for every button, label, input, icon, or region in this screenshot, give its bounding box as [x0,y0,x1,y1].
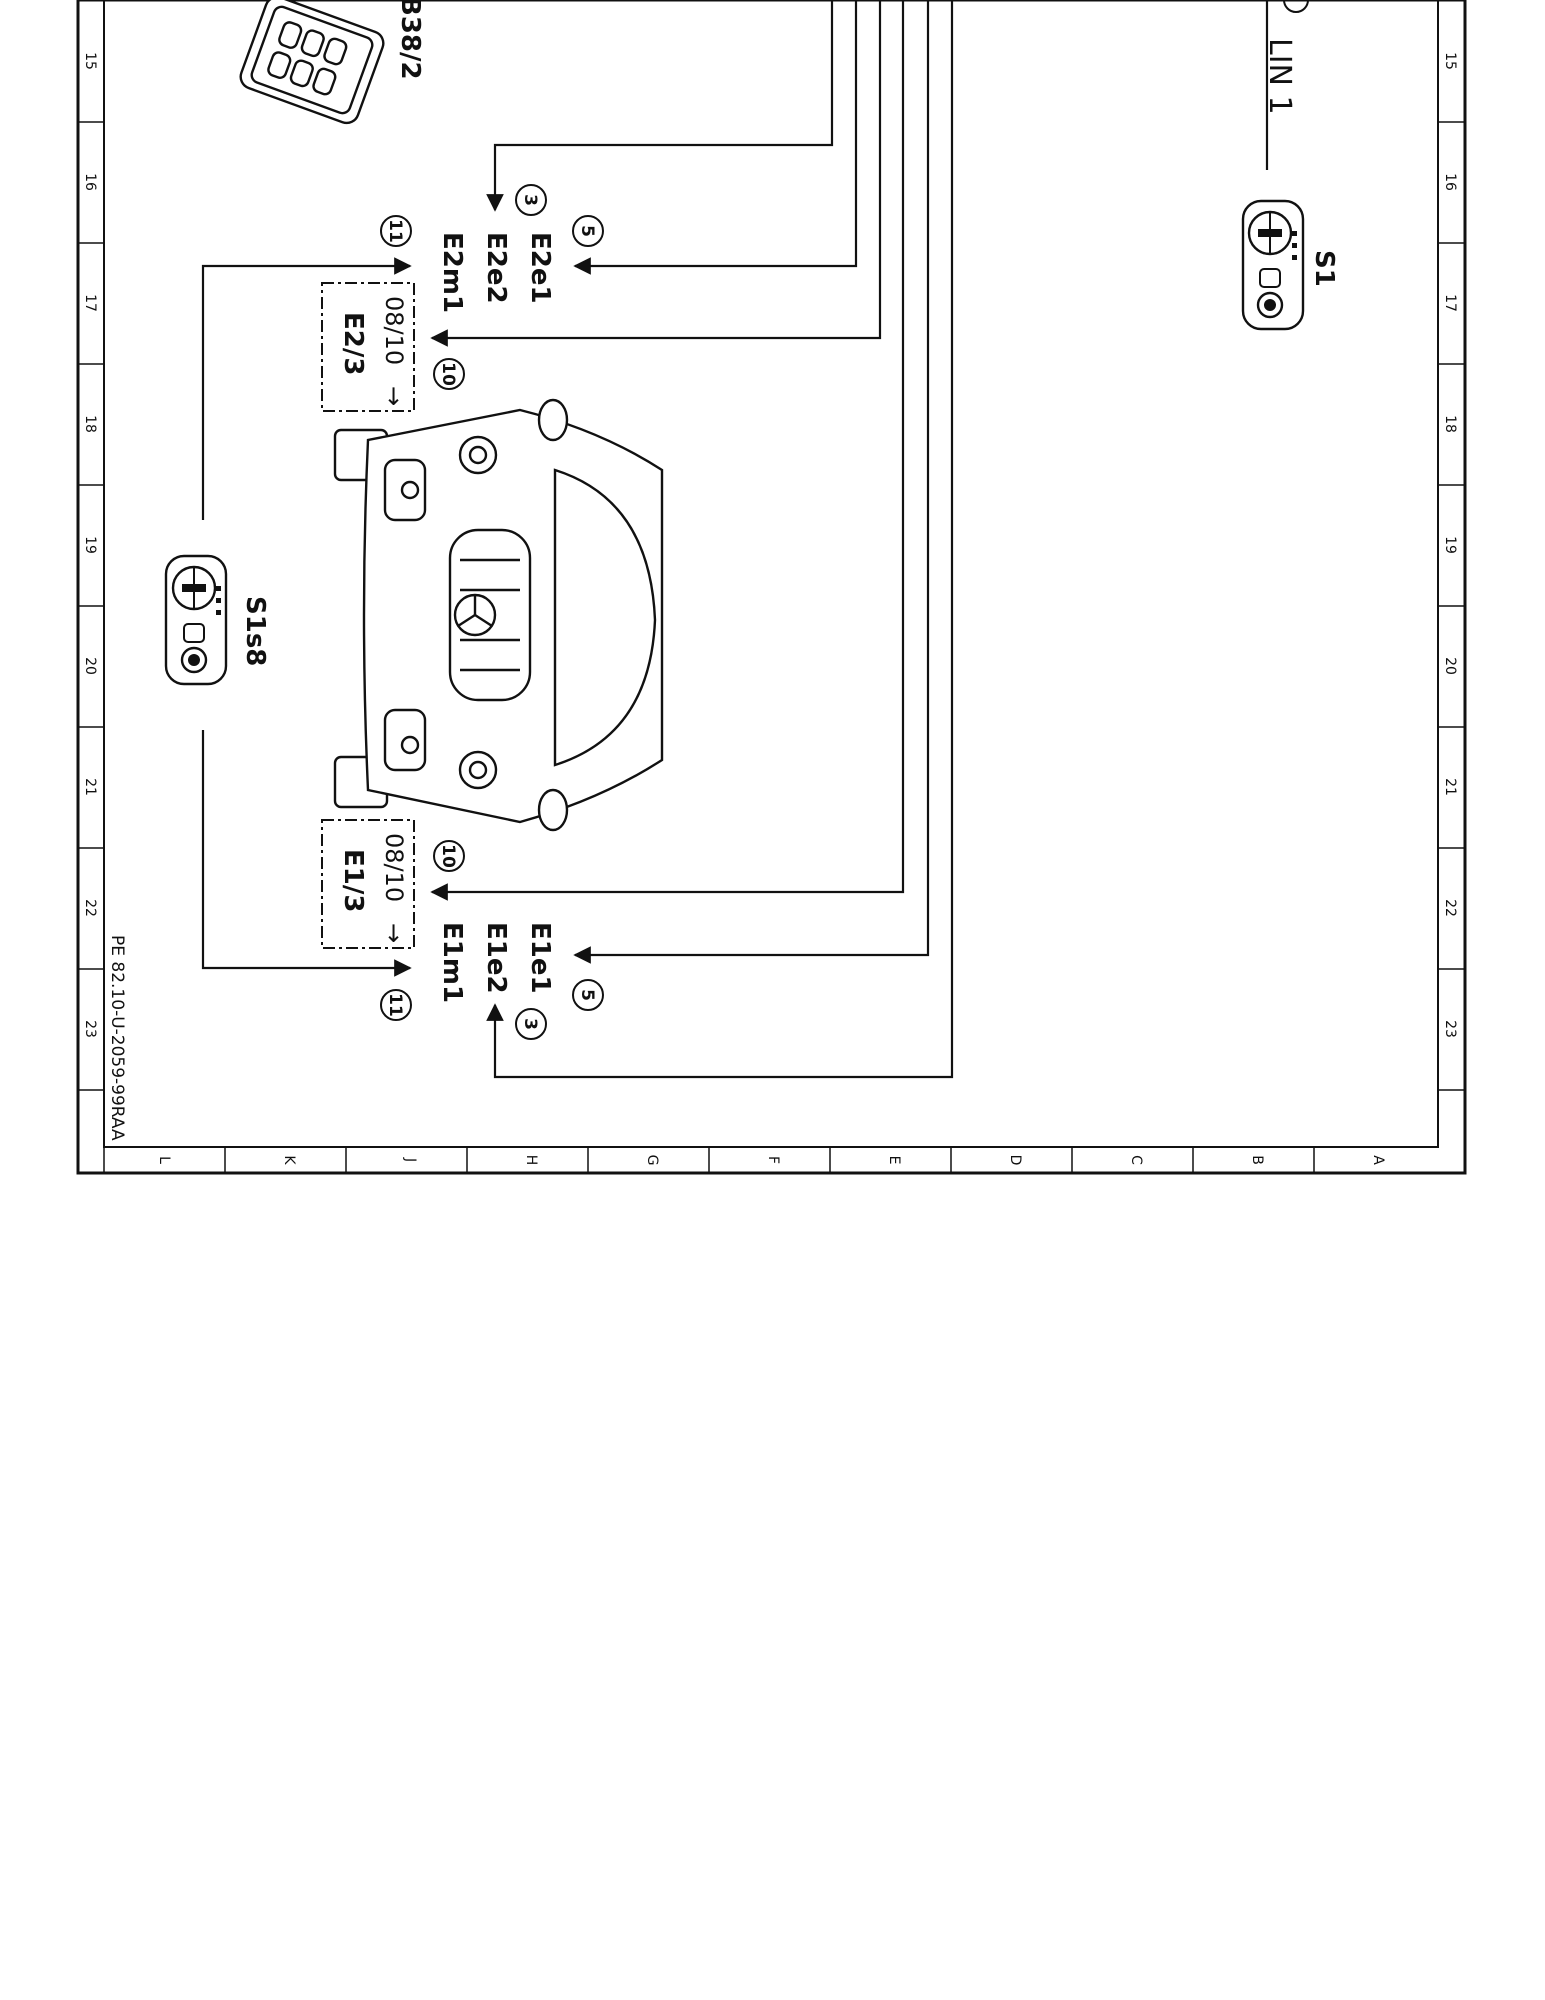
circled-ref: 5 [577,225,597,237]
row-number: 20 [1442,657,1458,675]
lin-bus-label: LIN 1 [1262,38,1297,115]
row-number: 19 [1442,536,1458,554]
pin-label-e2m1: E2m1 [437,232,467,313]
light-switch-icon-s1 [1241,199,1305,331]
row-number: 21 [82,778,98,796]
component-label-s1: S1 [1309,250,1339,287]
row-numbers-right: 15 16 17 18 19 20 21 22 23 [1442,52,1458,1038]
column-letter: K [281,1155,297,1165]
column-letter: F [765,1156,781,1164]
wire-e2e1 [573,0,858,275]
wire-s1s8-to-e2m1 [201,257,412,520]
row-number: 18 [1442,415,1458,433]
row-number: 17 [1442,294,1458,312]
column-letter: A [1370,1155,1386,1165]
row-number: 23 [1442,1020,1458,1038]
wire-e2e2 [486,0,834,212]
row-number: 17 [82,294,98,312]
rain-light-sensor-icon [239,0,385,125]
light-switch-icon-s1s8 [164,554,228,686]
wire-s1s8-to-e1m1 [201,730,412,977]
component-label-e1-3: E1/3 [338,849,368,912]
column-letter: E [886,1156,902,1165]
box-date-e2: 08/10 [380,296,408,365]
column-letter: H [523,1155,539,1166]
circled-reference-labels: 3 5 11 10 10 11 5 3 [385,194,597,1030]
column-ticks [224,1147,1315,1173]
drawing-code: PE 82.10-U-2059-99RAA [107,935,127,1141]
circled-ref: 5 [577,989,597,1001]
box-date-e1: 08/10 [380,833,408,902]
car-front-icon [333,398,664,832]
arrow-right-icon: → [380,923,408,943]
row-number: 16 [1442,173,1458,191]
wire-e2-box [430,0,882,347]
column-letters: L K J H G F E D C B A [156,1155,1386,1166]
circled-ref: 3 [520,194,540,206]
column-letter: J [402,1157,418,1162]
row-number: 22 [1442,899,1458,917]
column-letter: B [1249,1155,1265,1165]
circled-ref: 10 [438,844,458,868]
wire-e1e1 [573,0,930,964]
component-label-b38: B38/2 [395,0,425,80]
circled-references [380,184,604,1040]
arrow-right-icon: → [380,386,408,406]
pin-label-e1e2: E1e2 [481,922,511,994]
column-letter: G [644,1155,660,1166]
pin-labels: E2e1 E2e2 E2m1 E1e1 E1e2 E1m1 [437,232,555,1003]
wire-e1-box [430,0,905,901]
drawing-frame [76,0,1467,1175]
pin-label-e2e1: E2e1 [525,232,555,304]
row-number: 16 [82,173,98,191]
row-numbers-left: 15 16 17 18 19 20 21 22 23 [82,52,98,1038]
circled-ref: 10 [438,362,458,386]
column-letter: C [1128,1155,1144,1165]
row-number: 19 [82,536,98,554]
column-letter: D [1007,1155,1023,1166]
pin-label-e1e1: E1e1 [525,922,555,994]
lin-connector-icon [1283,0,1309,13]
wire-e1e2 [486,0,954,1079]
row-number: 23 [82,1020,98,1038]
row-number: 18 [82,415,98,433]
pin-label-e1m1: E1m1 [437,922,467,1003]
circled-ref: 11 [385,219,405,243]
circled-ref: 3 [520,1018,540,1030]
component-label-s1s8: S1s8 [240,596,270,666]
row-ticks [78,121,1465,1091]
row-number: 20 [82,657,98,675]
wires [201,0,1269,1079]
component-box-e1-3: 08/10 → E1/3 [321,819,415,949]
row-number: 22 [82,899,98,917]
row-number: 15 [82,52,98,70]
component-box-e2-3: 08/10 → E2/3 [321,282,415,412]
row-number: 21 [1442,778,1458,796]
circled-ref: 11 [385,993,405,1017]
column-letter: L [156,1156,172,1164]
row-number: 15 [1442,52,1458,70]
pin-label-e2e2: E2e2 [481,232,511,304]
component-label-e2-3: E2/3 [338,312,368,375]
